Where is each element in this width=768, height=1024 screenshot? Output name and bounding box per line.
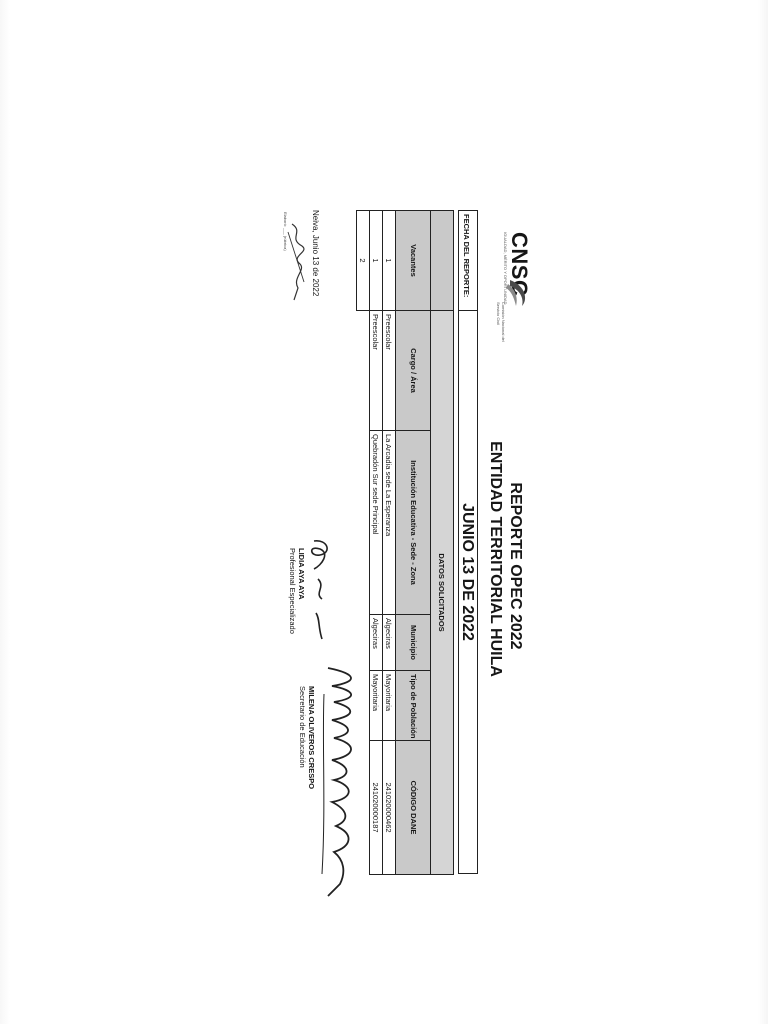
cnsc-emblem-icon — [506, 280, 526, 306]
place-date: Neiva, Junio 13 de 2022 — [311, 210, 320, 297]
group-header-spacer — [430, 210, 454, 311]
signatory-1-role: Profesional Especializado — [288, 548, 297, 634]
signatory-2-role: Secretario de Educación — [298, 686, 307, 768]
total-row-empty — [357, 311, 370, 431]
total-row-empty — [357, 615, 370, 671]
report-date-label: FECHA DEL REPORTE: — [459, 211, 477, 311]
signature-block-1: LIDIA AYA AYA Profesional Especializado — [288, 548, 306, 634]
col-tipo-poblacion: Tipo de Población — [395, 670, 431, 741]
cell-cargo: Preescolar — [382, 310, 396, 431]
signatory-1-name: LIDIA AYA AYA — [297, 548, 306, 600]
group-header: DATOS SOLICITADOS — [430, 310, 454, 875]
report-title: REPORTE OPEC 2022 — [507, 482, 524, 650]
cell-codigo-dane: 241020000187 — [369, 740, 383, 875]
cell-cargo: Preescolar — [369, 310, 383, 431]
signature-block-2: MILENA OLIVEROS CRESPO Secretario de Edu… — [298, 686, 316, 789]
column-header-row: Vacantes Cargo / Área Institución Educat… — [395, 210, 431, 875]
cell-tipo-poblacion: Mayoritaria — [382, 670, 396, 741]
col-cargo: Cargo / Área — [395, 310, 431, 431]
cell-municipio: Algeciras — [382, 614, 396, 671]
elaboro-signature-scribble — [287, 223, 305, 301]
cell-institucion: Quebradón Sur sede Principal — [369, 430, 383, 615]
report-date-row: FECHA DEL REPORTE: JUNIO 13 DE 2022 — [458, 210, 478, 874]
cell-codigo-dane: 241020000462 — [382, 740, 396, 875]
cell-vacantes: 1 — [369, 210, 383, 311]
cell-tipo-poblacion: Mayoritaria — [369, 670, 383, 741]
signatory-2-name: MILENA OLIVEROS CRESPO — [307, 686, 316, 790]
col-vacantes: Vacantes — [395, 210, 431, 311]
cell-total-vacantes: 2 — [356, 210, 370, 311]
cell-vacantes: 1 — [382, 210, 396, 311]
signature-2-scribble — [321, 667, 352, 897]
signature-1-scribble — [310, 540, 328, 640]
cell-institucion: La Arcadia sede La Esperanza — [382, 430, 396, 615]
group-header-row: DATOS SOLICITADOS — [430, 210, 454, 875]
report-date-value: JUNIO 13 DE 2022 — [459, 503, 476, 641]
table-row: 1 Preescolar La Arcadia sede La Esperanz… — [382, 210, 396, 875]
entity-title: ENTIDAD TERRITORIAL HUILA — [487, 441, 504, 677]
cell-municipio: Algeciras — [369, 614, 383, 671]
opec-table: DATOS SOLICITADOS Vacantes Cargo / Área … — [356, 210, 454, 875]
total-row-empty — [357, 431, 370, 615]
col-codigo-dane: CÓDIGO DANE — [395, 740, 431, 875]
table-row: 1 Preescolar Quebradón Sur sede Principa… — [369, 210, 383, 875]
col-institucion: Institución Educativa - Sede - Zona — [395, 430, 431, 615]
col-municipio: Municipio — [395, 614, 431, 671]
